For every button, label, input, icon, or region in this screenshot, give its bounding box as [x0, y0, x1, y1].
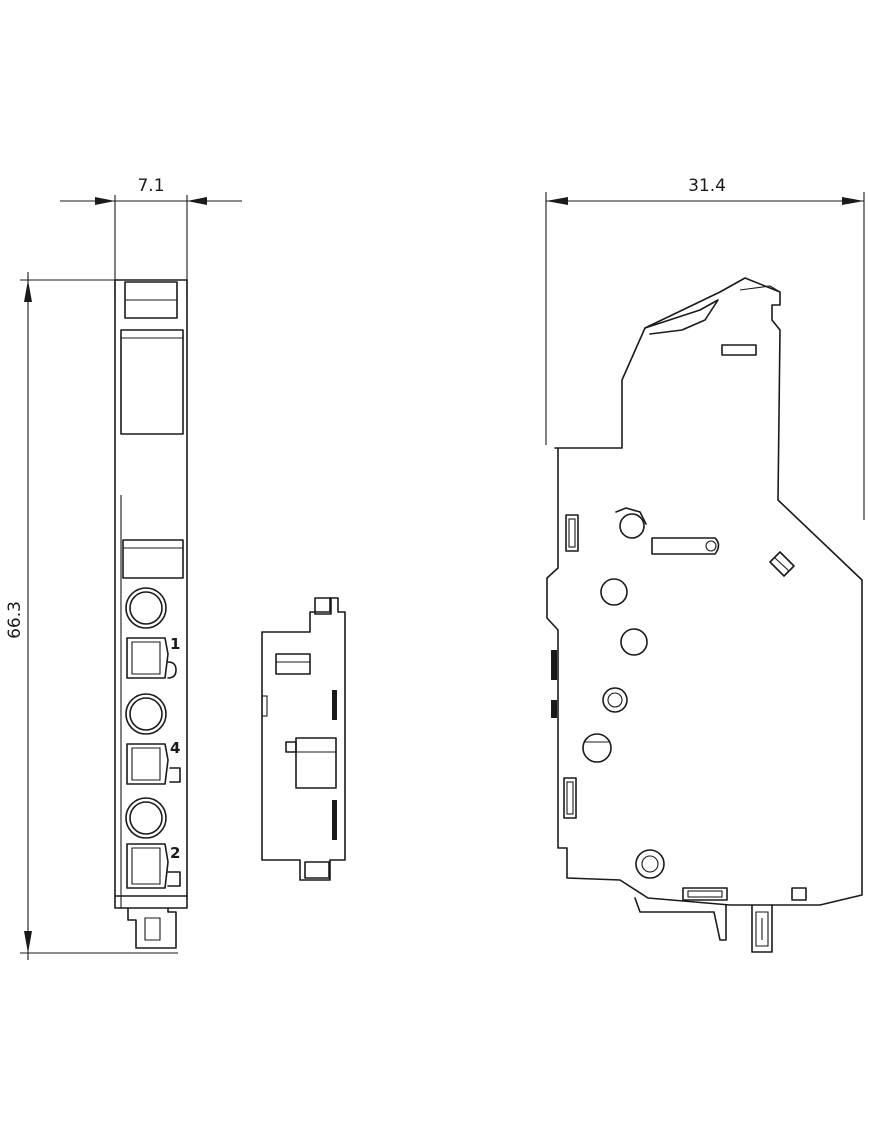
front-view: [546, 277, 863, 953]
side-view: 1 4 2: [114, 279, 188, 949]
dimension-width-side: 7.1: [60, 176, 242, 300]
terminal-label-1: 1: [170, 635, 180, 653]
dimension-label-height: 66.3: [5, 601, 25, 639]
dimension-label-width-front: 31.4: [688, 176, 726, 196]
terminal-label-4: 4: [170, 739, 180, 757]
dimension-label-width-side: 7.1: [137, 176, 164, 196]
terminal-label-2: 2: [170, 844, 180, 862]
small-module-view: [261, 597, 346, 881]
dimension-width-front: 31.4: [545, 176, 865, 520]
dimension-height: 66.3: [5, 272, 178, 960]
